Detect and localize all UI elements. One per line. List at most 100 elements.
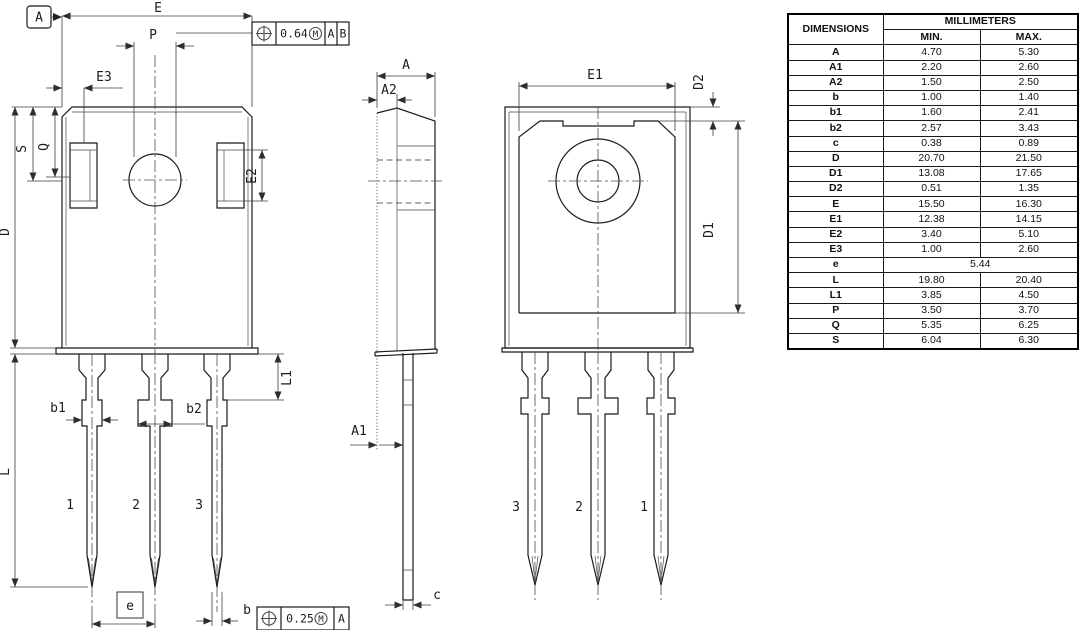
dim-name-cell: L1 (787, 287, 884, 304)
min-cell: 1.00 (882, 89, 981, 107)
dim-name-cell: E1 (787, 211, 884, 228)
svg-text:M: M (313, 30, 319, 40)
svg-text:M: M (318, 615, 324, 625)
dim-label-E1: E1 (587, 68, 603, 83)
dim-label-A2: A2 (381, 83, 397, 98)
dim-label-b1: b1 (50, 401, 66, 416)
max-cell: 2.50 (979, 74, 1079, 91)
dim-label-A: A (402, 58, 410, 73)
dim-label-A1: A1 (351, 424, 367, 439)
dim-label-L: L (0, 468, 13, 476)
datum-a-label: A (35, 11, 43, 26)
min-cell: 4.70 (882, 44, 981, 61)
min-cell: 12.38 (882, 211, 981, 228)
max-cell: 2.41 (979, 105, 1079, 122)
mmc-modifier-icon: M (308, 26, 323, 41)
max-cell: 3.70 (979, 302, 1079, 319)
dim-label-S: S (15, 145, 30, 153)
dim-name-cell: b1 (787, 105, 884, 122)
dim-label-b2: b2 (186, 402, 202, 417)
rear-pin-number-3: 3 (512, 500, 520, 515)
dim-label-E: E (154, 1, 162, 16)
dim-label-D2: D2 (692, 74, 707, 90)
max-cell: 1.35 (979, 181, 1079, 198)
dim-label-e: e (126, 599, 134, 614)
min-cell: 2.20 (882, 59, 981, 76)
max-cell: 5.30 (979, 44, 1079, 61)
dim-label-D: D (0, 228, 13, 236)
min-cell: 5.35 (882, 317, 981, 334)
max-cell: 2.60 (979, 241, 1079, 259)
dim-label-E3: E3 (96, 70, 112, 85)
min-cell: 1.50 (882, 74, 981, 91)
dim-name-cell: c (787, 135, 884, 152)
side-body-outline (376, 107, 436, 349)
min-cell: 1.60 (882, 105, 981, 122)
datum-ref-a: A (338, 612, 345, 626)
tolerance-value-top: 0.64 (280, 27, 308, 41)
dim-name-cell: A1 (787, 59, 884, 76)
millimeters-header: MILLIMETERS (882, 13, 1079, 31)
min-header: MIN. (882, 29, 981, 46)
rear-body-outline (504, 106, 691, 349)
min-cell: 3.85 (882, 287, 981, 304)
front-pin-number-2: 2 (132, 498, 140, 513)
max-cell: 21.50 (979, 150, 1079, 167)
front-pin-number-1: 1 (66, 498, 74, 513)
dim-name-cell: P (787, 302, 884, 319)
position-tolerance-frame-bottom: 0.25 M A (256, 606, 350, 630)
dim-name-cell: E3 (787, 241, 884, 259)
dimensions-header: DIMENSIONS (787, 13, 884, 46)
min-cell: 2.57 (882, 120, 981, 137)
dim-name-cell: b (787, 89, 884, 107)
datum-ref-a: A (328, 27, 335, 41)
dim-name-cell: D2 (787, 181, 884, 198)
position-symbol-icon (261, 610, 277, 627)
position-symbol-icon (256, 25, 272, 42)
front-body-outline (61, 106, 253, 348)
table-header-row: DIMENSIONS MILLIMETERS (787, 13, 1079, 46)
max-cell: 14.15 (979, 211, 1079, 228)
max-cell: 16.30 (979, 196, 1079, 213)
front-pin-number-3: 3 (195, 498, 203, 513)
rear-pin-number-2: 2 (575, 500, 583, 515)
basic-dim-e-box: e (116, 591, 144, 619)
dim-name-cell: E2 (787, 226, 884, 243)
side-pin (402, 353, 414, 601)
dim-name-cell: A (787, 44, 884, 61)
dim-label-P: P (149, 28, 157, 43)
min-cell: 0.38 (882, 135, 981, 152)
dim-label-c: c (433, 588, 441, 603)
side-notches (69, 142, 245, 209)
min-cell: 3.40 (882, 226, 981, 243)
max-cell: 6.30 (979, 332, 1079, 350)
dim-name-cell: A2 (787, 74, 884, 91)
front-pin-2 (137, 354, 173, 588)
side-view: A A2 A1 c (350, 58, 442, 610)
front-body-flange (55, 347, 259, 355)
max-cell: 0.89 (979, 135, 1079, 152)
dim-name-cell: e (787, 256, 884, 274)
min-cell: 6.04 (882, 332, 981, 350)
max-cell: 6.25 (979, 317, 1079, 334)
max-cell: 17.65 (979, 165, 1079, 183)
dim-label-b: b (243, 603, 251, 618)
min-cell: 3.50 (882, 302, 981, 319)
dim-label-L1: L1 (280, 370, 295, 386)
dim-label-E2: E2 (245, 168, 260, 184)
